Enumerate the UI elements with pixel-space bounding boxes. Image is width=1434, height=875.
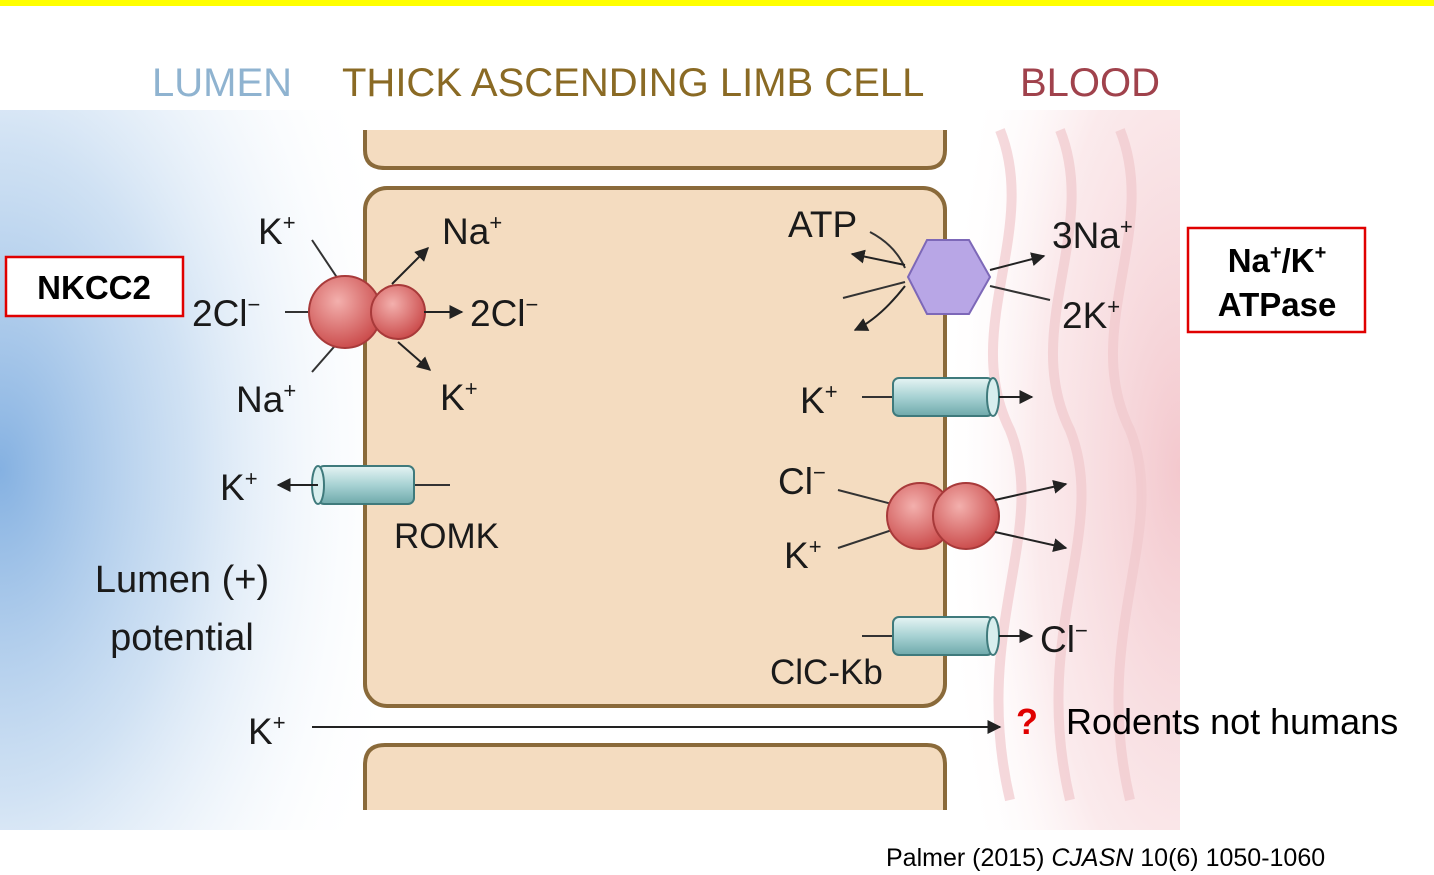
romk-k-label: K+ (220, 466, 258, 508)
atpase-box-line1: Na+/K+ (1228, 242, 1327, 279)
lower-neighbor-cell (363, 743, 947, 810)
top-bar (0, 0, 1434, 6)
clc-kb-channel (862, 616, 1034, 656)
cell-header: THICK ASCENDING LIMB CELL (342, 61, 924, 105)
nkcc2-box (4, 255, 185, 318)
citation: Palmer (2015) CJASN 10(6) 1050-1060 (886, 844, 1325, 872)
upper-neighbor-cell (363, 130, 947, 170)
nkcc2-in-na-label: Na+ (236, 378, 296, 420)
basolateral-k-label: K+ (800, 379, 838, 421)
basolateral-k-channel (862, 377, 1034, 417)
atpase-box-line2: ATPase (1218, 286, 1337, 323)
romk-channel (276, 465, 450, 505)
romk-label: ROMK (394, 517, 499, 556)
nkcc2-box-label: NKCC2 (37, 269, 151, 306)
nkcc2-in-cl-label: 2Cl− (192, 292, 260, 334)
nkcc2-out-k-label: K+ (440, 376, 478, 418)
atpase-box (1186, 226, 1367, 334)
rodents-note: Rodents not humans (1066, 701, 1398, 742)
paracellular-k-label: K+ (248, 710, 286, 752)
thick-ascending-limb-cell (363, 186, 947, 708)
nkcc2-transporter (285, 239, 464, 373)
nkcc2-out-cl-label: 2Cl− (470, 292, 538, 334)
pump-out-na-label: 3Na+ (1052, 214, 1133, 256)
blood-vessel-waves (987, 128, 1147, 802)
lumen-header: LUMEN (152, 61, 292, 105)
lumen-potential-line2: potential (110, 617, 254, 659)
clc-cl-label: Cl− (1040, 618, 1088, 660)
blood-header: BLOOD (1020, 61, 1160, 105)
nkcc2-out-na-label: Na+ (442, 210, 502, 252)
paracellular-question: ? (1016, 701, 1038, 742)
kcc-k-label: K+ (784, 534, 822, 576)
nkcc2-in-k-label: K+ (258, 210, 296, 252)
kcc-cl-label: Cl− (778, 460, 826, 502)
kcc-cotransporter (837, 479, 1068, 553)
lumen-potential-line1: Lumen (+) (95, 559, 269, 601)
pump-in-k-label: 2K+ (1062, 294, 1120, 336)
na-k-atpase-pump (842, 231, 1051, 331)
atp-label: ATP (788, 204, 857, 245)
clc-kb-label: ClC-Kb (770, 653, 883, 692)
